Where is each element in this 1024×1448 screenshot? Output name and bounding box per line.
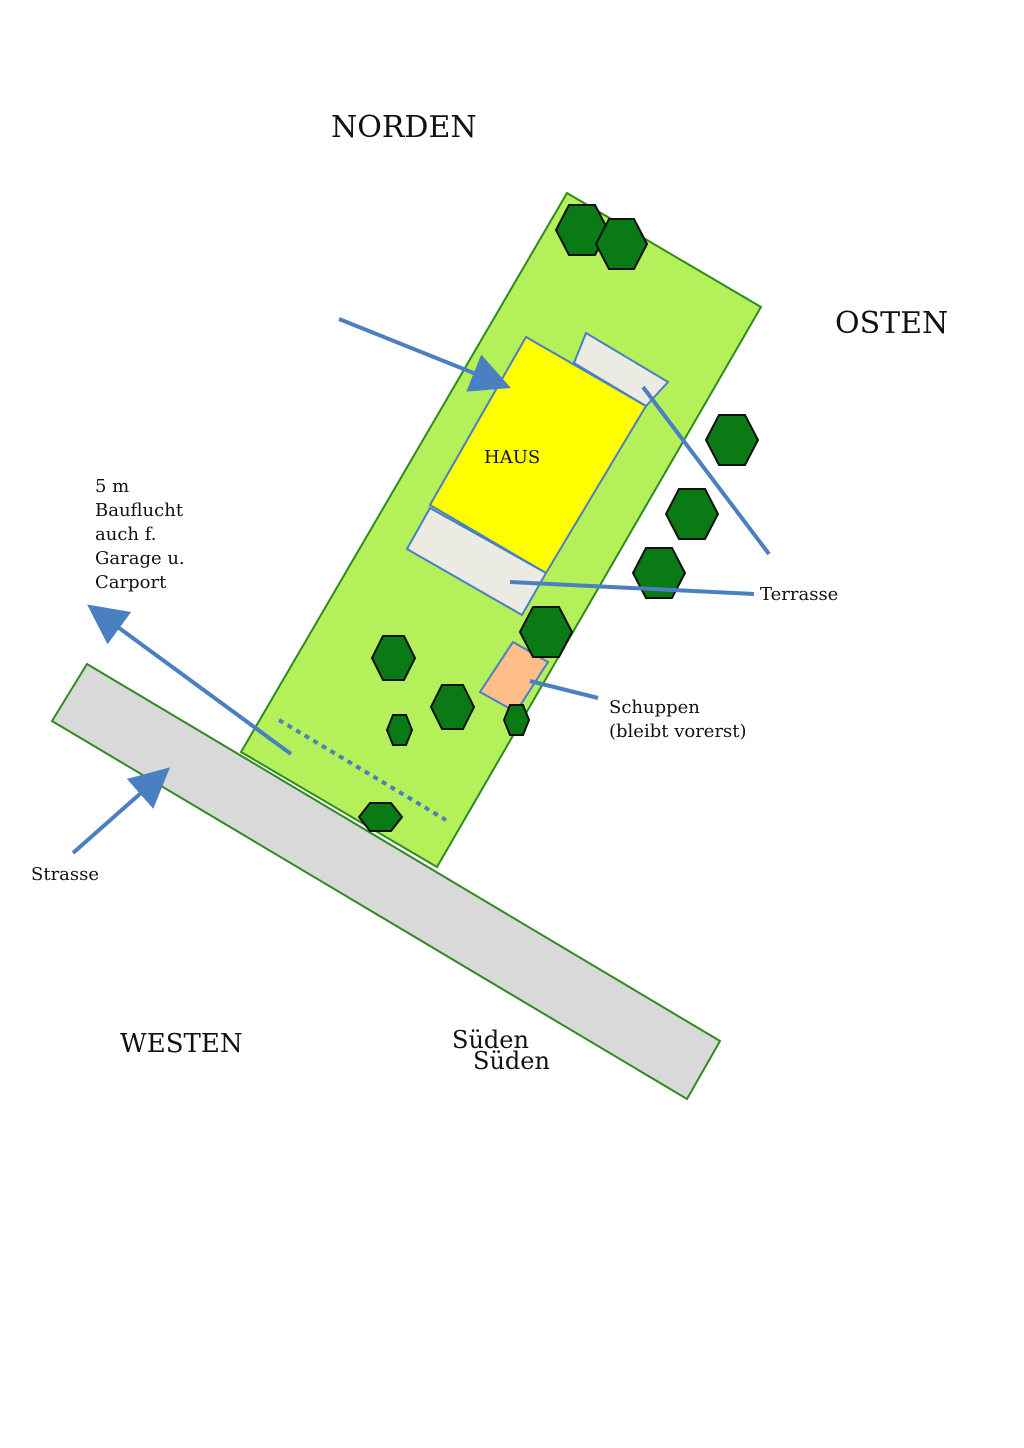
setback-arrow (87, 604, 293, 756)
tree-icon (385, 714, 414, 746)
terrace-south (405, 506, 548, 617)
label-setback-2: Bauflucht (95, 500, 184, 521)
shed-pointer (529, 679, 599, 700)
tree-icon (631, 547, 687, 599)
tree-icon (357, 802, 404, 832)
street (50, 662, 722, 1101)
label-east: OSTEN (835, 306, 948, 341)
label-house: HAUS (484, 447, 540, 468)
terrace-pointer-north (641, 385, 771, 556)
terrace-pointer-south (509, 580, 755, 596)
trees (357, 204, 760, 832)
label-west: WESTEN (120, 1029, 243, 1059)
setback-line (277, 718, 448, 822)
label-south-1: Süden (452, 1026, 529, 1054)
tree-icon (704, 414, 760, 466)
label-setback-1: 5 m (95, 476, 129, 497)
label-shed-2: (bleibt vorerst) (609, 721, 747, 742)
tree-icon (429, 684, 476, 730)
label-street: Strasse (31, 864, 99, 885)
tree-icon (664, 488, 720, 540)
label-setback-3: auch f. (95, 524, 156, 545)
label-north: NORDEN (331, 110, 477, 145)
tree-icon (502, 704, 531, 736)
label-terrace: Terrasse (760, 584, 838, 605)
label-shed-1: Schuppen (609, 697, 700, 718)
label-setback-5: Carport (95, 572, 167, 593)
label-south-2: Süden (473, 1047, 550, 1075)
label-setback-4: Garage u. (95, 548, 185, 569)
street-arrow (71, 767, 170, 855)
tree-icon (594, 218, 649, 270)
tree-icon (370, 635, 417, 681)
tree-icon (518, 606, 574, 658)
entrance-arrow (338, 317, 511, 392)
